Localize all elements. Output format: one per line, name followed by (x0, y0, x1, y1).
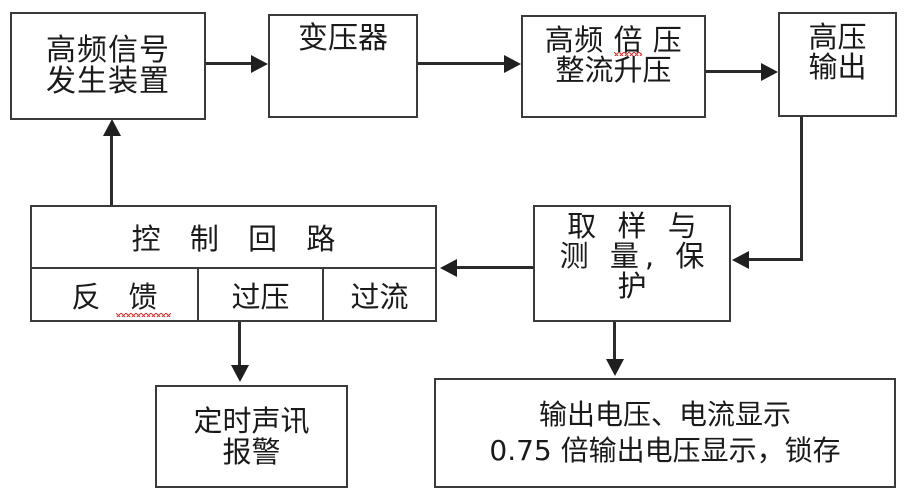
connector-booster-to-hvout (706, 70, 763, 73)
node-display-line-1: 输出电压、电流显示 (538, 398, 791, 432)
node-booster-line-2: 整流升压 (555, 53, 672, 88)
arrowhead-sampling-to-control (440, 259, 457, 277)
control-cell-feedback-misspelled-char: 馈 (115, 274, 172, 317)
control-cell-overvoltage[interactable]: 过压 (197, 269, 322, 320)
node-high-voltage-output[interactable]: 高压 输出 (778, 12, 897, 117)
control-cell-feedback[interactable]: 反 馈 (32, 269, 197, 320)
connector-control-to-alarm (238, 322, 241, 367)
arrowhead-hvout-to-sampling (732, 251, 749, 269)
connector-hvout-to-sampling (749, 258, 803, 261)
connector-control-to-hfgen (110, 135, 113, 207)
arrowhead-control-to-hfgen (103, 119, 121, 136)
connector-hfgen-to-transformer (206, 62, 253, 65)
node-hf-gen-line-2: 发生装置 (46, 64, 170, 99)
node-hf-gen-line-1: 高频信号 (46, 32, 170, 68)
control-cell-feedback-part-a: 反 (71, 279, 115, 314)
connector-transformer-to-booster (418, 62, 506, 65)
node-sampling-line-2: 测 量, 保 (559, 239, 711, 274)
arrowhead-hfgen-to-transformer (251, 55, 268, 73)
arrowhead-control-to-alarm (231, 365, 249, 382)
node-hv-out-line-2: 输出 (808, 50, 867, 85)
node-display-line-2: 0.75 倍输出电压显示，锁存 (489, 434, 841, 467)
connector-hvout-down (800, 117, 803, 261)
node-transformer[interactable]: 变压器 (268, 14, 418, 118)
control-circuit-title: 控 制 回 路 (131, 222, 346, 256)
node-sampling-line-3: 护 (617, 269, 653, 304)
node-booster-line-1: 高频 倍 压 (544, 23, 683, 57)
node-alarm-line-1: 定时声讯 (193, 404, 310, 439)
connector-sampling-to-control (457, 266, 534, 269)
node-booster-misspelled-char: 倍 (613, 23, 643, 57)
arrowhead-transformer-to-booster (504, 55, 521, 73)
node-hf-voltage-doubler-rectifier[interactable]: 高频 倍 压 整流升压 (521, 15, 706, 118)
control-circuit-subcells: 反 馈 过压 过流 (32, 267, 435, 320)
node-sampling-line-1: 取 样 与 (567, 209, 703, 243)
node-voltage-current-display[interactable]: 输出电压、电流显示 0.75 倍输出电压显示，锁存 (434, 378, 896, 488)
control-cell-overcurrent[interactable]: 过流 (322, 269, 435, 320)
node-hv-out-line-1: 高压 (808, 20, 867, 54)
node-alarm-line-2: 报警 (222, 434, 281, 469)
node-timed-voice-alarm[interactable]: 定时声讯 报警 (155, 385, 348, 488)
connector-sampling-to-display (613, 322, 616, 361)
node-booster-line-1-part-c: 压 (643, 23, 683, 57)
arrowhead-booster-to-hvout (761, 63, 778, 81)
arrowhead-sampling-to-display (606, 359, 624, 376)
node-transformer-label: 变压器 (298, 21, 388, 56)
node-high-frequency-signal-generator[interactable]: 高频信号 发生装置 (10, 12, 206, 120)
node-sampling-measurement-protection[interactable]: 取 样 与 测 量, 保 护 (533, 205, 731, 322)
node-control-circuit[interactable]: 控 制 回 路 反 馈 过压 过流 (30, 205, 437, 322)
node-booster-line-1-part-a: 高频 (544, 23, 614, 57)
